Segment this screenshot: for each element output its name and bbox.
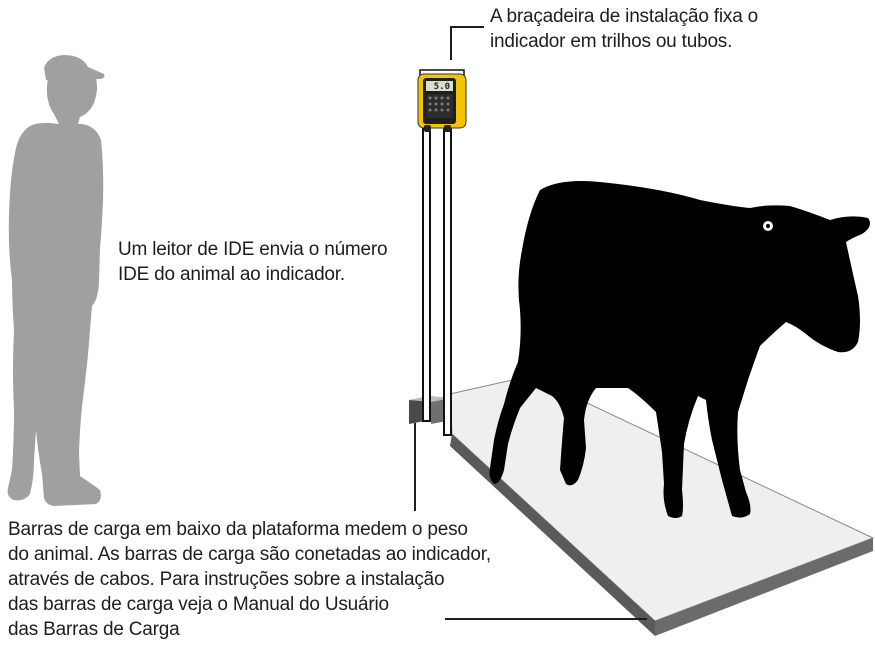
leader-lines [414, 26, 647, 620]
mount-bracket-callout: A braçadeira de instalação fixa o indica… [490, 4, 758, 54]
person-silhouette [7, 55, 105, 506]
weigh-indicator: 5.0 [417, 69, 467, 132]
ear-tag [763, 221, 773, 231]
load-bars-callout-line-2: do animal. As barras de carga são coneta… [8, 544, 491, 565]
eid-reader-callout-line-1: Um leitor de IDE envia o número [118, 239, 388, 260]
eid-reader-callout-line-2: IDE do animal ao indicador. [118, 264, 345, 285]
load-bars-callout-line-3: através de cabos. Para instruções sobre … [8, 569, 445, 590]
load-bars-callout: Barras de carga em baixo da plataforma m… [8, 517, 491, 642]
calf-silhouette [489, 181, 870, 518]
load-bars-callout-line-5: das Barras de Carga [8, 619, 180, 640]
bracket-leader-line [450, 26, 484, 60]
load-bars-callout-line-1: Barras de carga em baixo da plataforma m… [8, 519, 468, 540]
weigh-platform [409, 375, 875, 636]
load-bars-callout-line-4: das barras de carga veja o Manual do Usu… [8, 594, 389, 615]
mount-bracket-callout-line-2: indicador em trilhos ou tubos. [490, 31, 733, 52]
indicator-display: 5.0 [434, 82, 450, 92]
eid-reader-callout: Um leitor de IDE envia o número IDE do a… [118, 237, 388, 287]
mount-bracket-callout-line-1: A braçadeira de instalação fixa o [490, 6, 759, 27]
